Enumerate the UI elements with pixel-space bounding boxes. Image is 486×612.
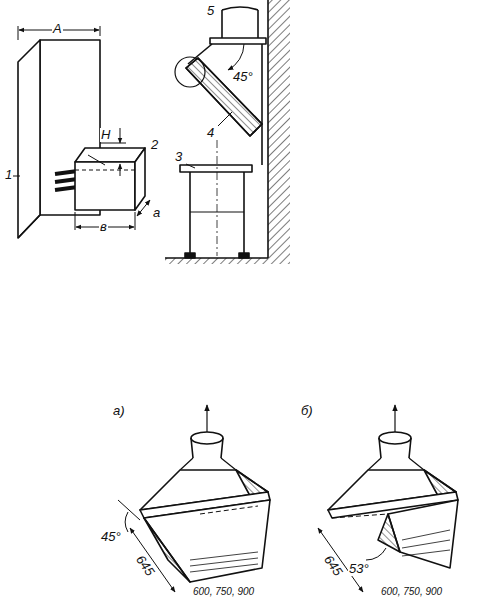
dimension-label: а [152, 206, 161, 220]
figure-label: б) [300, 404, 314, 418]
dimension-label: 645 [320, 552, 345, 580]
dimension-label: H [100, 128, 111, 142]
figure-label: а) [112, 404, 126, 418]
callout-number: 2 [150, 138, 159, 152]
angle-label: 45° [100, 530, 122, 544]
dimension-label: 600, 750, 900 [192, 586, 255, 597]
dimension-label: A [52, 22, 63, 36]
angle-label: 45° [232, 70, 254, 84]
callout-number: 1 [4, 168, 13, 182]
callout-number: 5 [206, 4, 215, 18]
callout-number: 4 [206, 126, 215, 140]
dimension-label: 600, 750, 900 [380, 586, 443, 597]
dimension-label: в [99, 220, 108, 234]
callout-number: 3 [174, 150, 183, 164]
angle-label: 53° [348, 562, 370, 576]
dimension-label: 645 [132, 552, 157, 580]
